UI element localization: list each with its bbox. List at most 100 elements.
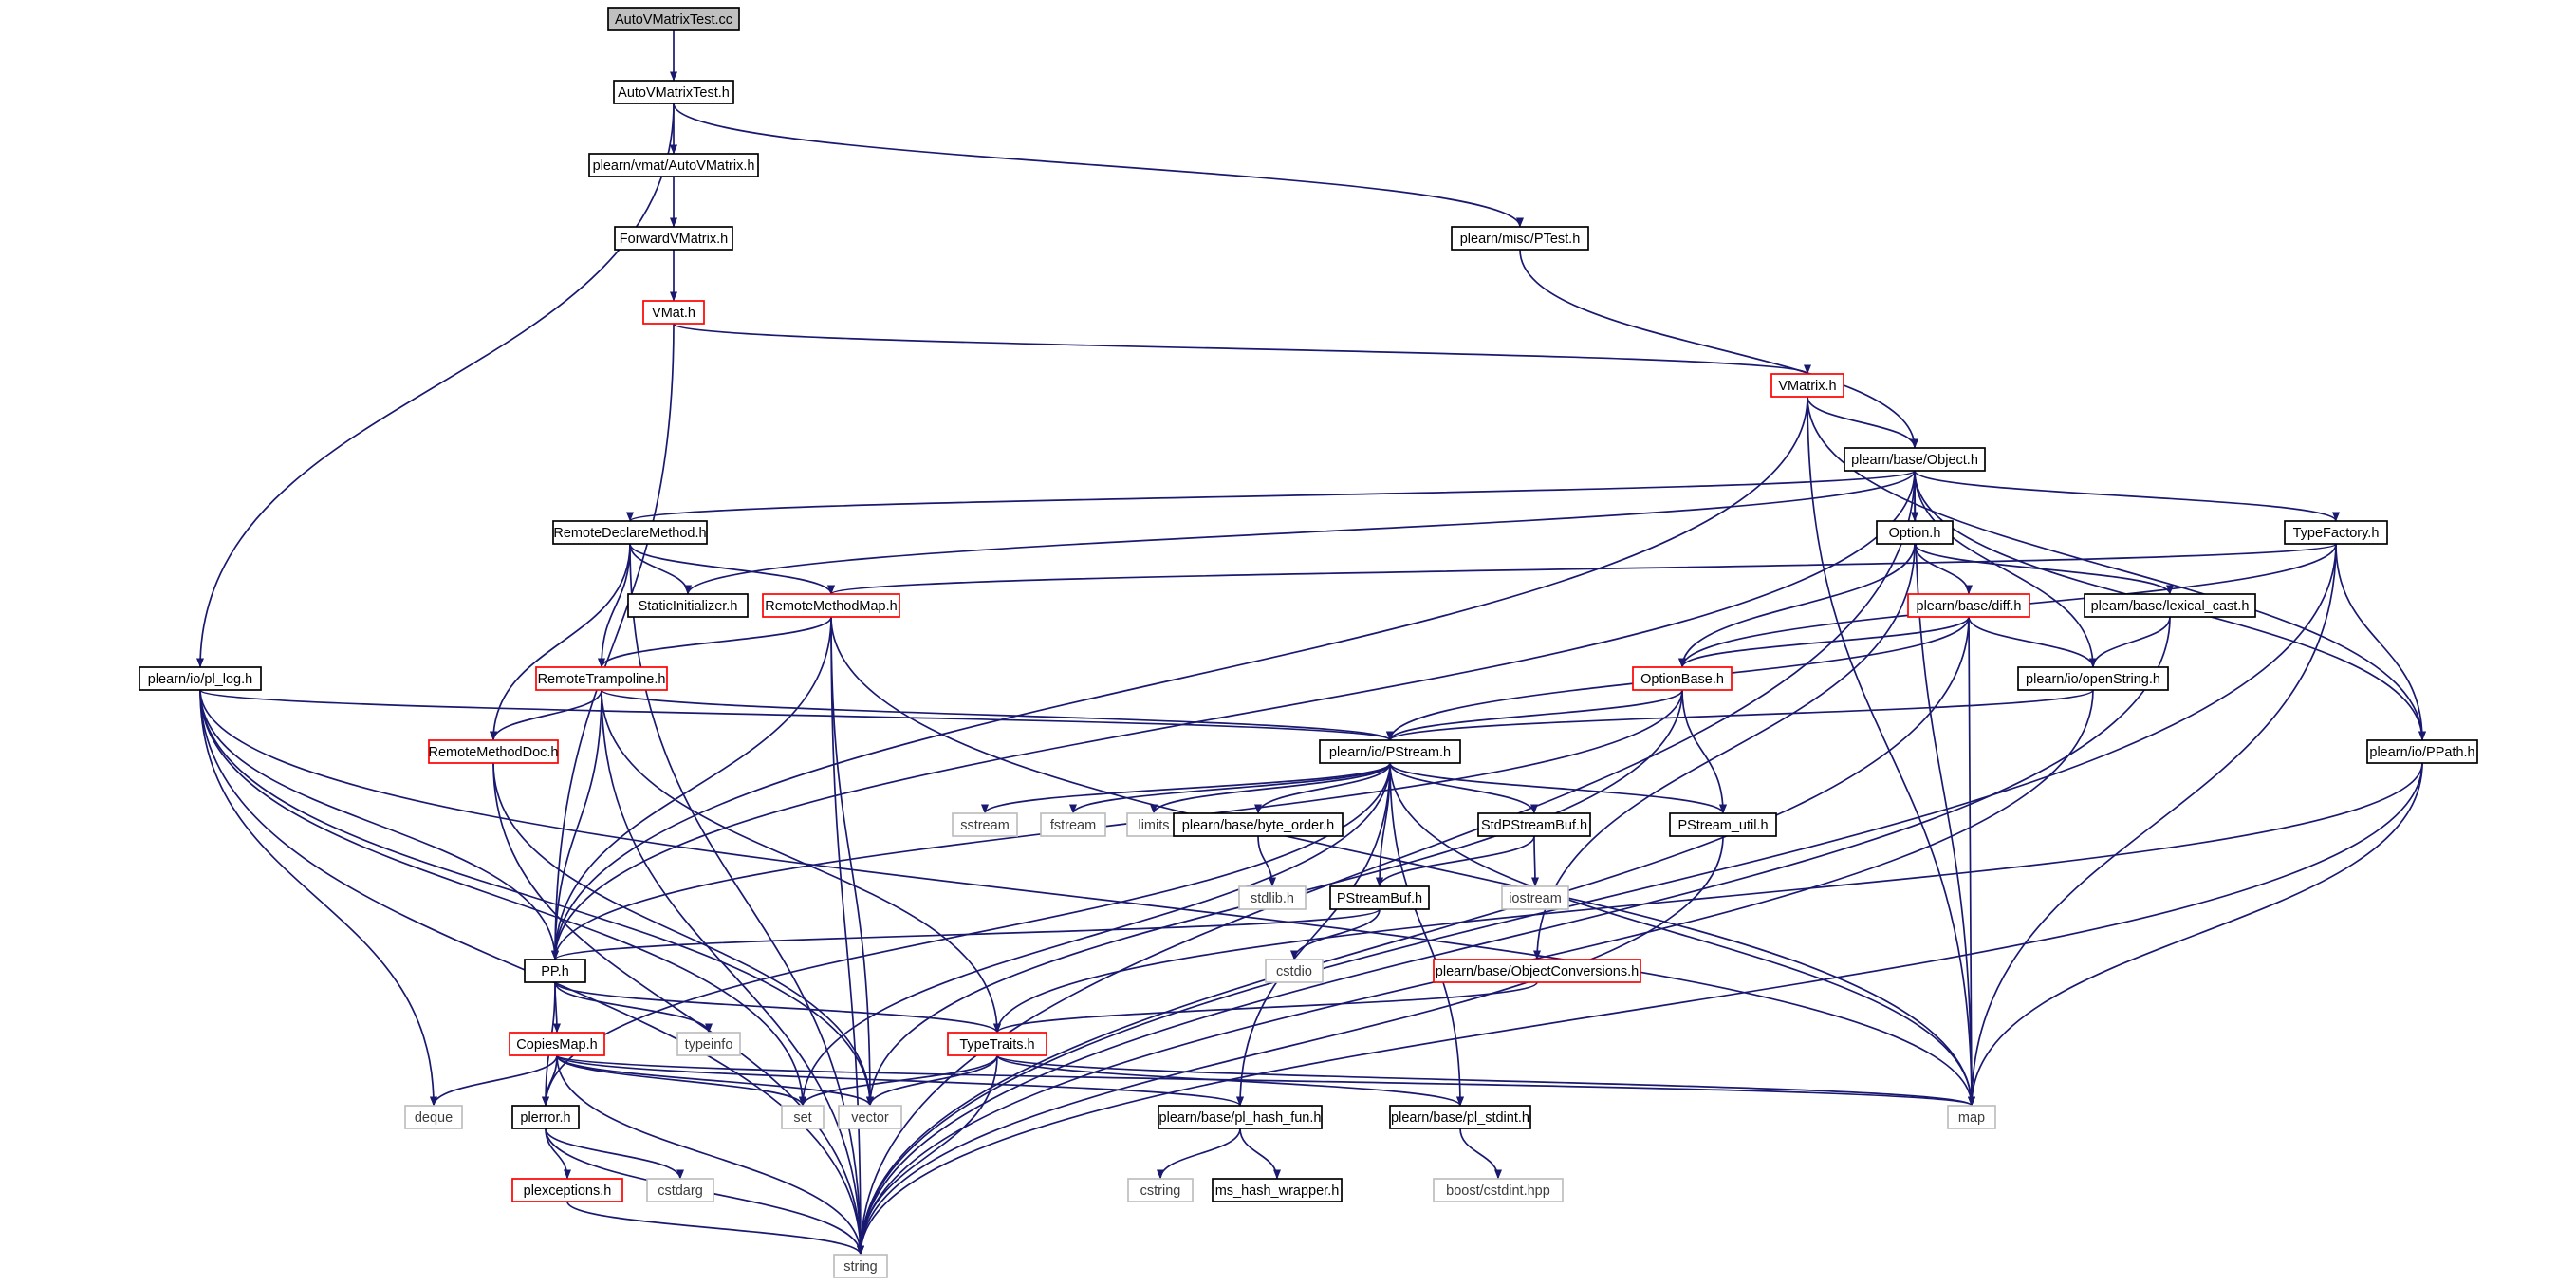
node-plerror-h[interactable]: plerror.h [511,1105,580,1129]
node-label: vector [851,1110,889,1126]
node-box [1876,520,1954,545]
node-base-byte-order-h[interactable]: plearn/base/byte_order.h [1173,812,1344,837]
node-label: typeinfo [685,1037,733,1053]
node-io-openstring-h[interactable]: plearn/io/openString.h [2017,666,2169,691]
edge-io-ppath-h-to-map [1968,762,2423,1107]
node-label: RemoteTrampoline.h [538,672,666,687]
node-typetraits-h[interactable]: TypeTraits.h [947,1032,1047,1056]
edge-copiesmap-h-to-set [556,1054,806,1107]
node-box [535,666,668,691]
edge-base-object-h-to-remotedeclaremethod-h [626,470,1916,522]
node-autovmatrixtest-cc[interactable]: AutoVMatrixTest.cc [607,7,740,31]
edge-io-pstream-h-to-fstream [1069,762,1391,814]
node-box [1907,593,2030,618]
node-box [2084,593,2256,618]
edge-remotetrampoline-h-to-io-pstream-h [601,689,1394,741]
edge-base-objectconversions-h-to-typetraits-h [993,981,1538,1034]
node-box [1632,666,1733,691]
edge-io-ppath-h-to-string [857,762,2423,1256]
edge-remotedeclaremethod-h-to-remotemethoddoc-h [490,543,631,741]
node-stdlib-h: stdlib.h [1238,885,1307,910]
node-label: map [1958,1110,1985,1126]
node-box [1173,812,1344,837]
node-label: limits [1138,818,1169,833]
node-plexceptions-h[interactable]: plexceptions.h [511,1178,623,1202]
edge-io-pl-log-h-to-vector [199,689,874,1107]
edge-remotemethoddoc-h-to-string [492,762,864,1256]
node-base-diff-h[interactable]: plearn/base/diff.h [1907,593,2030,618]
node-box [404,1105,463,1129]
node-label: plerror.h [520,1110,570,1126]
node-copiesmap-h[interactable]: CopiesMap.h [509,1032,605,1056]
node-stdpstreambuf-h[interactable]: StdPStreamBuf.h [1477,812,1591,837]
edge-stdpstreambuf-h-to-iostream [1530,835,1539,887]
node-box [1265,959,1324,983]
node-io-pstream-h[interactable]: plearn/io/PStream.h [1319,739,1461,764]
edge-autovmatrixtest-h-to-misc-ptest-h [673,103,1524,228]
node-typefactory-h[interactable]: TypeFactory.h [2284,520,2388,545]
edge-io-pl-log-h-to-pp-h [199,689,559,960]
node-remotemethodmap-h[interactable]: RemoteMethodMap.h [762,593,900,618]
node-label: CopiesMap.h [516,1037,597,1053]
node-optionbase-h[interactable]: OptionBase.h [1632,666,1733,691]
node-pstreambuf-h[interactable]: PStreamBuf.h [1329,885,1430,910]
node-remotetrampoline-h[interactable]: RemoteTrampoline.h [535,666,668,691]
node-io-pl-log-h[interactable]: plearn/io/pl_log.h [139,666,262,691]
node-label: RemoteMethodDoc.h [428,745,558,760]
edge-pstreambuf-h-to-cstdio [1290,908,1381,960]
node-base-lexical-cast-h[interactable]: plearn/base/lexical_cast.h [2084,593,2256,618]
edge-base-diff-h-to-string [857,616,1970,1256]
node-box [607,7,740,31]
node-fstream: fstream [1040,812,1106,837]
edge-base-object-h-to-map [1914,470,1975,1107]
node-box [1844,447,1986,472]
edge-base-pl-stdint-h-to-boost-cstdint-hpp [1459,1128,1502,1180]
edge-optionbase-h-to-pstream-util-h [1681,689,1727,814]
node-io-ppath-h[interactable]: plearn/io/PPath.h [2366,739,2478,764]
node-limits: limits [1126,812,1181,837]
node-box [781,1105,825,1129]
edge-io-pl-log-h-to-deque [199,689,437,1107]
node-label: ms_hash_wrapper.h [1215,1183,1340,1199]
node-label: AutoVMatrixTest.h [618,85,730,101]
node-label: plearn/base/lexical_cast.h [2091,599,2250,614]
node-vmat-autovmatrix-h[interactable]: plearn/vmat/AutoVMatrix.h [588,153,759,177]
node-label: plearn/io/openString.h [2026,672,2160,687]
node-pstream-util-h[interactable]: PStream_util.h [1669,812,1777,837]
node-option-h[interactable]: Option.h [1876,520,1954,545]
node-vmatrix-h[interactable]: VMatrix.h [1770,373,1844,398]
node-box [552,520,708,545]
node-box [1477,812,1591,837]
node-staticinitializer-h[interactable]: StaticInitializer.h [627,593,749,618]
edge-base-object-h-to-typefactory-h [1914,470,2340,522]
node-remotemethoddoc-h[interactable]: RemoteMethodDoc.h [428,739,559,764]
node-base-objectconversions-h[interactable]: plearn/base/ObjectConversions.h [1433,959,1641,983]
edge-typetraits-h-to-set [799,1054,998,1107]
node-label: set [793,1110,811,1126]
edge-option-h-to-optionbase-h [1678,543,1916,668]
node-base-pl-hash-fun-h[interactable]: plearn/base/pl_hash_fun.h [1158,1105,1323,1129]
node-remotedeclaremethod-h[interactable]: RemoteDeclareMethod.h [552,520,708,545]
node-misc-ptest-h[interactable]: plearn/misc/PTest.h [1451,226,1589,251]
node-pp-h[interactable]: PP.h [524,959,586,983]
node-box [947,1032,1047,1056]
node-label: cstring [1140,1183,1181,1199]
node-label: plearn/misc/PTest.h [1460,232,1581,247]
node-base-object-h[interactable]: plearn/base/Object.h [1844,447,1986,472]
edge-base-object-h-to-pp-h [551,470,1916,960]
edge-option-h-to-base-objectconversions-h [1533,543,1916,960]
node-vmat-h[interactable]: VMat.h [642,300,705,325]
node-label: plearn/base/pl_stdint.h [1391,1110,1529,1126]
node-ms-hash-wrapper-h[interactable]: ms_hash_wrapper.h [1212,1178,1343,1202]
node-base-pl-stdint-h[interactable]: plearn/base/pl_stdint.h [1389,1105,1531,1129]
node-box [646,1178,714,1202]
node-forwardvmatrix-h[interactable]: ForwardVMatrix.h [614,226,733,251]
node-autovmatrixtest-h[interactable]: AutoVMatrixTest.h [613,80,734,104]
node-label: plearn/io/PStream.h [1329,745,1451,760]
edge-io-pstream-h-to-map [1389,762,1975,1107]
node-box [2017,666,2169,691]
edge-io-ppath-h-to-typetraits-h [993,762,2423,1034]
node-label: ForwardVMatrix.h [620,232,728,247]
edge-typefactory-h-to-io-ppath-h [2335,543,2426,741]
node-label: RemoteDeclareMethod.h [553,526,706,541]
